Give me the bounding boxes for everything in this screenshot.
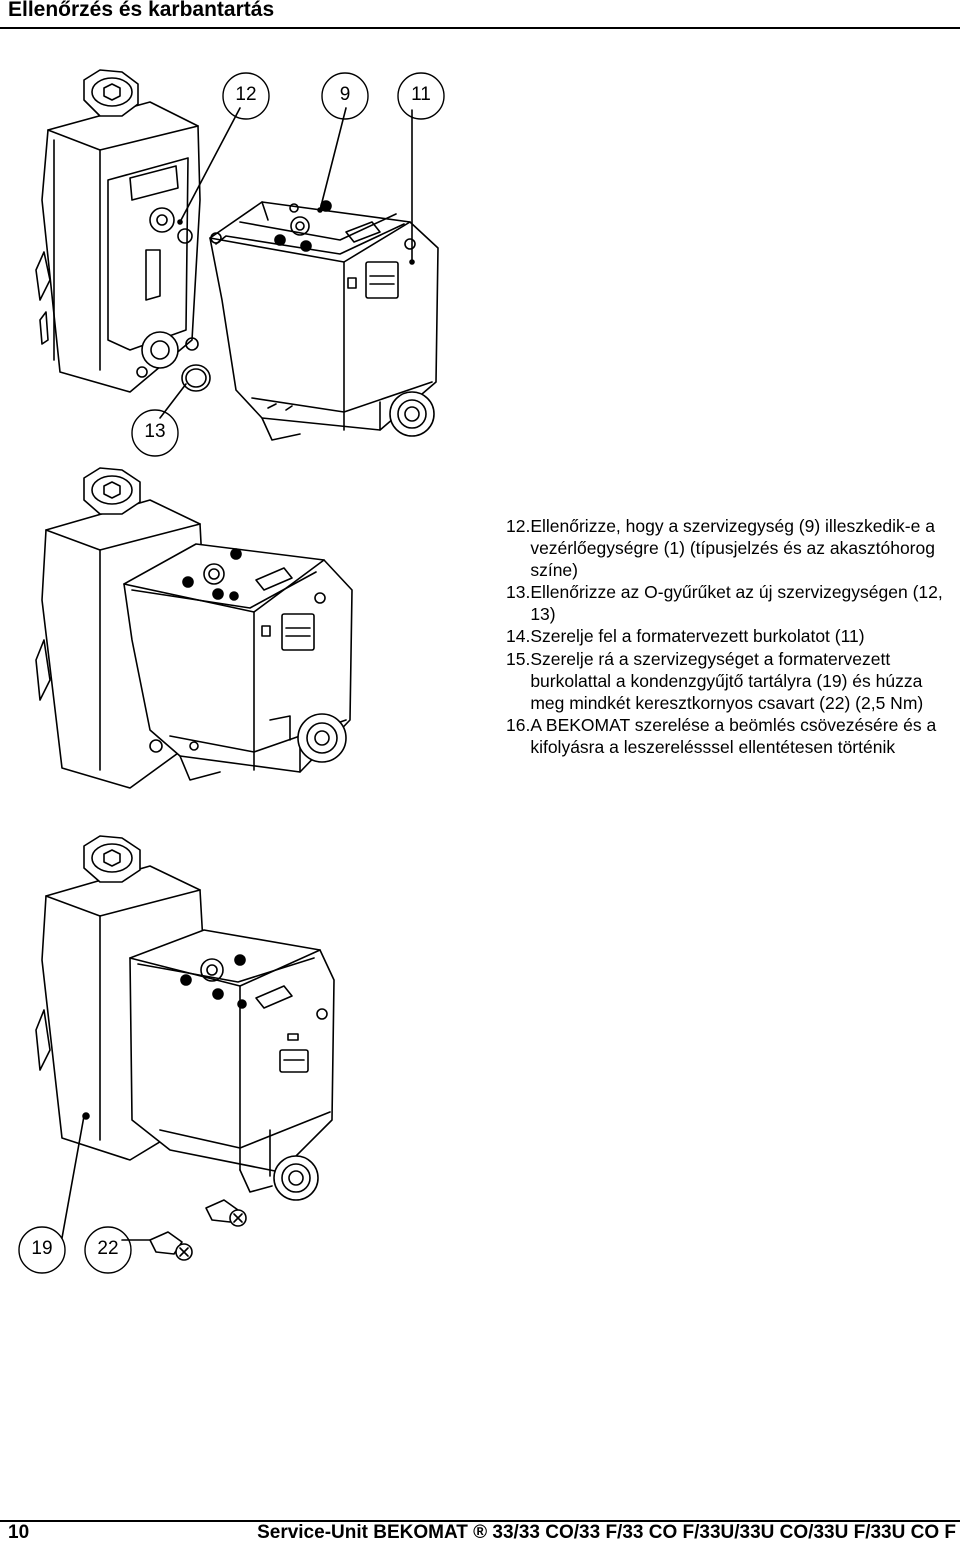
step-15: 15.Szerelje rá a szervizegységet a forma… [506, 648, 956, 714]
step-16: 16.A BEKOMAT szerelése a beömlés csövezé… [506, 714, 956, 758]
screw-top [205, 1199, 247, 1227]
callout-12: 12 [235, 84, 257, 105]
step-12: 12.Ellenőrizze, hogy a szervizegység (9)… [506, 515, 956, 581]
figure-1-disassembled-unit [35, 69, 439, 441]
step-text: A BEKOMAT szerelése a beömlés csövezésér… [530, 714, 937, 757]
page-header-title: Ellenőrzés és karbantartás [8, 0, 275, 21]
callout-19: 19 [31, 1238, 53, 1259]
footer-rule [0, 1520, 960, 1522]
callout-22: 22 [97, 1238, 119, 1259]
footer-title: Service-Unit BEKOMAT ® 33/33 CO/33 F/33 … [257, 1522, 956, 1543]
step-number: 13. [506, 582, 531, 603]
step-number: 12. [506, 516, 531, 536]
step-number: 14. [506, 626, 531, 647]
page-number: 10 [8, 1522, 30, 1543]
figure-2-partially-assembled-unit [35, 467, 353, 789]
callout-11: 11 [411, 84, 431, 105]
callout-9: 9 [339, 84, 351, 105]
figure-3-assembled-unit [35, 835, 335, 1261]
step-text: Szerelje rá a szervizegységet a formater… [530, 648, 924, 713]
step-text: Ellenőrizze, hogy a szervizegység (9) il… [530, 516, 935, 581]
step-13: 13.Ellenőrizze az O-gyűrűket az új szerv… [506, 581, 956, 625]
header-rule [0, 27, 960, 29]
step-text: Szerelje fel a formatervezett burkolatot… [530, 626, 865, 647]
callout-13: 13 [144, 421, 166, 442]
step-number: 16. [506, 714, 531, 735]
step-14: 14.Szerelje fel a formatervezett burkola… [506, 625, 956, 647]
instruction-steps: 12.Ellenőrizze, hogy a szervizegység (9)… [506, 515, 956, 758]
step-number: 15. [506, 648, 531, 669]
screw-bottom [149, 1231, 193, 1261]
step-text: Ellenőrizze az O-gyűrűket az új szervize… [530, 582, 943, 625]
